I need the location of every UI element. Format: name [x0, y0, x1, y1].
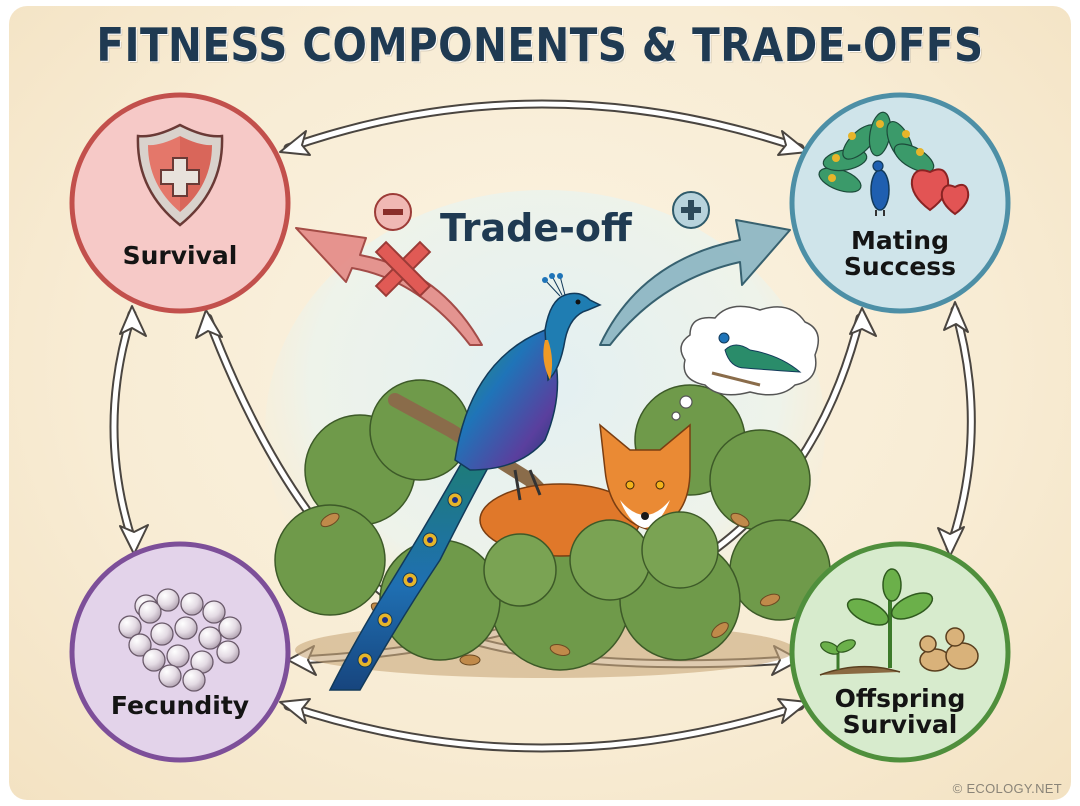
mating-label-line2: Success — [843, 252, 957, 282]
mating-label-line1: Mating — [851, 226, 949, 255]
offspring-label-line2: Survival — [842, 710, 958, 740]
survival-label: Survival — [122, 241, 238, 270]
mating-success-label: Mating Success — [800, 226, 1000, 282]
peacock-fan-icon — [818, 111, 935, 216]
arrowheads — [119, 130, 969, 724]
seedling-icon — [819, 568, 934, 676]
offspring-label-line1: Offspring — [834, 684, 966, 713]
egg-cluster-icon — [118, 588, 242, 692]
chicks-icon — [919, 627, 979, 672]
peacock-illustration — [328, 273, 602, 691]
page-title: FITNESS COMPONENTS & TRADE-OFFS — [96, 18, 984, 72]
copyright-credit: © ECOLOGY.NET — [952, 781, 1062, 796]
negative-tradeoff-arrow — [295, 193, 483, 346]
hearts-icon — [910, 168, 970, 216]
offspring-survival-label: Offspring Survival — [800, 684, 1000, 740]
node-survival — [69, 92, 291, 314]
tradeoff-label: Trade-off — [440, 206, 632, 250]
thought-bubble — [671, 305, 820, 421]
center-illustration — [274, 273, 831, 691]
node-offspring-survival — [789, 541, 1011, 763]
node-fecundity — [69, 541, 291, 763]
positive-tradeoff-arrow — [599, 191, 791, 346]
node-mating-success — [789, 92, 1011, 314]
fecundity-label: Fecundity — [110, 691, 250, 720]
